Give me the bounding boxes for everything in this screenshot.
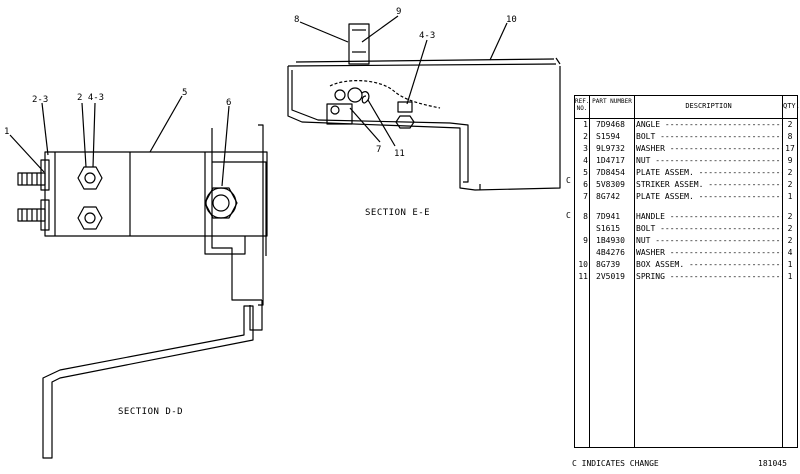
table-row: 7 8G742 PLATE ASSEM. 1 — [575, 192, 797, 202]
parts-table: REF. NO. PART NUMBER DESCRIPTION QTY. 1 … — [574, 95, 800, 448]
table-row: 2 S1594 BOLT 8 — [575, 132, 797, 142]
header-ref-no: REF. NO. — [575, 98, 590, 112]
part-number-cell: 2V5019 — [596, 272, 625, 281]
qty-cell: 2 — [787, 224, 793, 233]
callout-11: 11 — [394, 149, 405, 159]
drawing-number: 181045 — [758, 459, 787, 468]
callout-5: 5 — [182, 88, 187, 98]
table-row: 4 1D4717 NUT 9 — [575, 156, 797, 166]
qty-cell: 1 — [787, 260, 793, 269]
change-mark-row-1: C — [566, 176, 571, 185]
part-number-cell: 8G742 — [596, 192, 621, 201]
callout-2-4-3: 2 4-3 — [77, 93, 104, 103]
ref-cell: 11 — [578, 272, 588, 281]
description-cell: BOLT — [636, 132, 782, 142]
part-number-cell: 7D9468 — [596, 120, 625, 129]
qty-cell: 2 — [787, 212, 793, 221]
ref-cell: 10 — [578, 260, 588, 269]
qty-cell: 9 — [787, 156, 793, 165]
description-cell: PLATE ASSEM. — [636, 192, 782, 202]
description-cell: WASHER — [636, 144, 782, 154]
qty-cell: 2 — [787, 236, 793, 245]
part-number-cell: S1615 — [596, 224, 621, 233]
description-cell: NUT — [636, 156, 782, 166]
ref-cell: 6 — [583, 180, 588, 189]
callout-8: 8 — [294, 15, 299, 25]
ref-cell: 7 — [583, 192, 588, 201]
part-number-cell: S1594 — [596, 132, 621, 141]
table-row: 8 7D941 HANDLE 2 — [575, 212, 797, 222]
qty-cell: 17 — [785, 144, 795, 153]
callout-10: 10 — [506, 15, 517, 25]
ref-cell: 9 — [583, 236, 588, 245]
table-row: 5 7D8454 PLATE ASSEM. 2 — [575, 168, 797, 178]
section-d-drawing — [9, 95, 268, 459]
part-number-cell: 1B4930 — [596, 236, 625, 245]
description-cell: WASHER — [636, 248, 782, 258]
callout-7: 7 — [376, 145, 381, 155]
table-row: 10 8G739 BOX ASSEM. 1 — [575, 260, 797, 270]
callout-6: 6 — [226, 98, 231, 108]
part-number-cell: 1D4717 — [596, 156, 625, 165]
section-d-label: SECTION D-D — [118, 407, 183, 417]
callout-1: 1 — [4, 127, 9, 137]
ref-cell: 8 — [583, 212, 588, 221]
part-number-cell: 9L9732 — [596, 144, 625, 153]
header-qty: QTY. — [783, 102, 800, 110]
table-row: S1615 BOLT 2 — [575, 224, 797, 234]
description-cell: NUT — [636, 236, 782, 246]
part-number-cell: 8G739 — [596, 260, 621, 269]
description-cell: PLATE ASSEM. — [636, 168, 782, 178]
qty-cell: 2 — [787, 120, 793, 129]
description-cell: ANGLE — [636, 120, 782, 130]
description-cell: SPRING — [636, 272, 782, 282]
header-part-number: PART NUMBER — [592, 98, 632, 105]
table-row: 11 2V5019 SPRING 1 — [575, 272, 797, 282]
ref-cell: 1 — [583, 120, 588, 129]
table-row: 4B4276 WASHER 4 — [575, 248, 797, 258]
description-cell: HANDLE — [636, 212, 782, 222]
description-cell: STRIKER ASSEM. — [636, 180, 782, 190]
header-description: DESCRIPTION — [685, 102, 732, 110]
qty-cell: 2 — [787, 168, 793, 177]
qty-cell: 4 — [787, 248, 793, 257]
change-legend: C INDICATES CHANGE — [572, 459, 659, 468]
ref-cell: 2 — [583, 132, 588, 141]
description-cell: BOX ASSEM. — [636, 260, 782, 270]
part-number-cell: 7D941 — [596, 212, 621, 221]
table-row: 1 7D9468 ANGLE 2 — [575, 120, 797, 130]
description-cell: BOLT — [636, 224, 782, 234]
table-row: 3 9L9732 WASHER 17 — [575, 144, 797, 154]
ref-cell: 3 — [583, 144, 588, 153]
ref-cell: 5 — [583, 168, 588, 177]
part-number-cell: 7D8454 — [596, 168, 625, 177]
qty-cell: 2 — [787, 180, 793, 189]
qty-cell: 1 — [787, 192, 793, 201]
callout-9: 9 — [396, 7, 401, 17]
callout-2-3: 2-3 — [32, 95, 48, 105]
change-mark-row-8: C — [566, 211, 571, 220]
part-number-cell: 4B4276 — [596, 248, 625, 257]
section-e-label: SECTION E-E — [365, 208, 430, 218]
qty-cell: 1 — [787, 272, 793, 281]
qty-cell: 8 — [787, 132, 793, 141]
table-row: 9 1B4930 NUT 2 — [575, 236, 797, 246]
section-e-drawing — [287, 15, 561, 191]
ref-cell: 4 — [583, 156, 588, 165]
callout-4-3: 4-3 — [419, 31, 435, 41]
part-number-cell: 5V8309 — [596, 180, 625, 189]
table-row: 6 5V8309 STRIKER ASSEM. 2 — [575, 180, 797, 190]
